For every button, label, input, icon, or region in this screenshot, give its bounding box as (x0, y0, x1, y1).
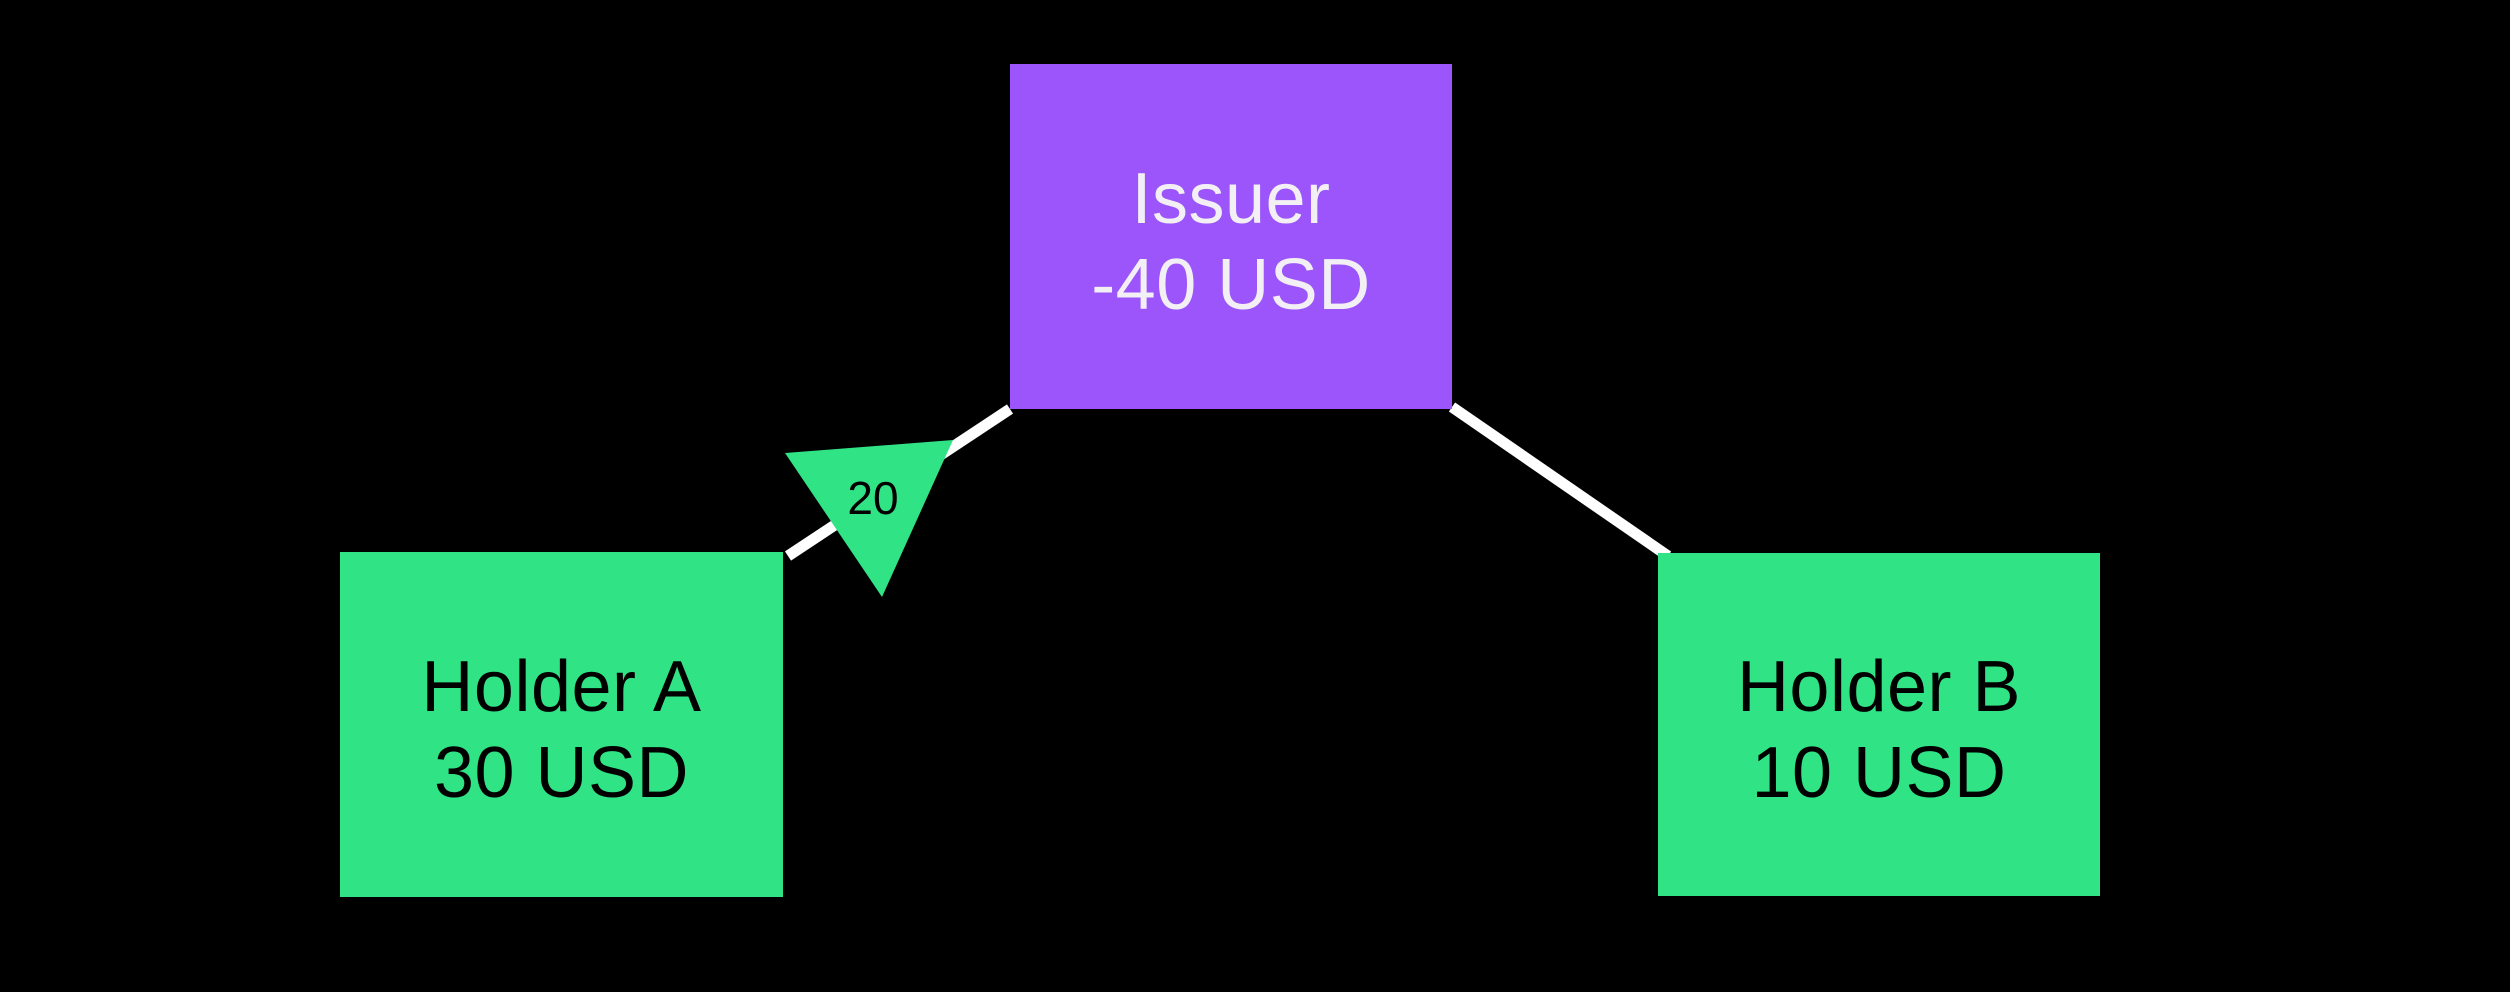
transfer-arrowhead-icon (785, 440, 953, 597)
edge-issuer-to-holder-b (1448, 402, 1672, 561)
node-holder-b-label: Holder B (1736, 646, 2022, 727)
node-holder-a-label: Holder A (421, 646, 702, 727)
node-holder-a-amount: 30 USD (433, 732, 690, 813)
node-issuer: Issuer -40 USD (1010, 64, 1452, 409)
node-holder-b: Holder B 10 USD (1658, 553, 2100, 896)
node-issuer-label: Issuer (1131, 158, 1331, 239)
node-holder-a: Holder A 30 USD (340, 552, 783, 897)
node-holder-b-amount: 10 USD (1751, 732, 2007, 813)
transfer-amount-label: 20 (847, 472, 899, 524)
node-issuer-amount: -40 USD (1091, 244, 1371, 325)
